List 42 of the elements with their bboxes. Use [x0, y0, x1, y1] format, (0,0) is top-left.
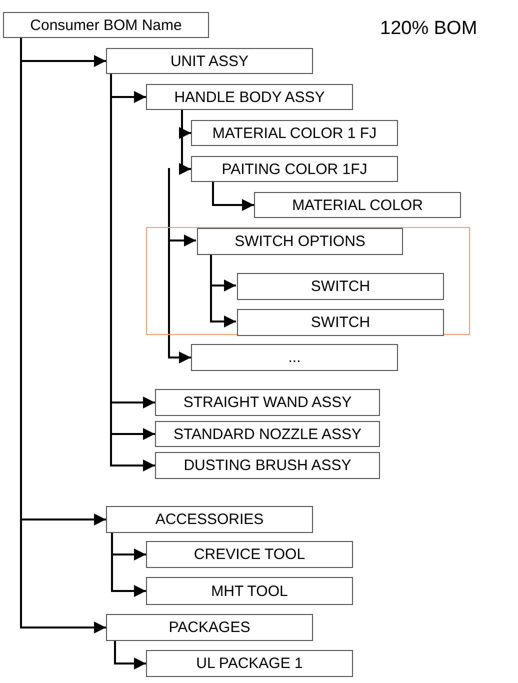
part-name: PACKAGES: [168, 619, 250, 636]
part-box: [197, 228, 403, 255]
part-box: [146, 541, 353, 568]
part-box: [191, 156, 398, 182]
part-name: UNIT ASSY: [170, 52, 249, 70]
part-name: ...: [288, 349, 301, 366]
part-name: UL PACKAGE 1: [196, 655, 303, 672]
part-name: MATERIAL COLOR 1 FJ: [212, 124, 377, 142]
part-box: [106, 506, 313, 533]
part-name: STANDARD NOZZLE ASSY: [173, 426, 362, 442]
part-name: Consumer BOM Name: [30, 16, 182, 34]
part-box: [155, 389, 380, 416]
part-box: [146, 577, 353, 605]
part-box: [191, 344, 398, 371]
part-name: STRAIGHT WAND ASSY: [183, 394, 352, 411]
part-name: CREVICE TOOL: [194, 546, 306, 563]
part-box: [106, 48, 313, 74]
bom-label: 120% BOM: [380, 18, 478, 40]
part-box: [106, 614, 313, 641]
part-name: SWITCH OPTIONS: [234, 233, 366, 250]
part-box: [146, 650, 353, 677]
part-box: [254, 192, 461, 218]
part-name: MATERIAL COLOR: [292, 196, 423, 214]
connector-arrow: [212, 182, 254, 211]
part-box: [155, 452, 380, 479]
part-box: [3, 12, 209, 38]
part-box: [237, 309, 444, 336]
part-box: [237, 273, 444, 300]
part-box: [155, 421, 380, 447]
part-name: DUSTING BRUSH ASSY: [184, 457, 352, 474]
part-box: [191, 120, 398, 146]
part-box: [146, 84, 353, 110]
connector-arrow: [114, 641, 146, 670]
part-name: SWITCH: [310, 314, 370, 331]
part-name: PAITING COLOR 1FJ: [222, 160, 368, 178]
part-name: MHT TOOL: [211, 582, 288, 600]
connector-arrow: [168, 168, 191, 364]
part-name: ACCESSORIES: [155, 511, 264, 528]
part-name: SWITCH: [310, 278, 370, 295]
part-name: HANDLE BODY ASSY: [174, 88, 325, 106]
group-frame: [146, 227, 470, 335]
connector-arrow: [210, 254, 236, 328]
